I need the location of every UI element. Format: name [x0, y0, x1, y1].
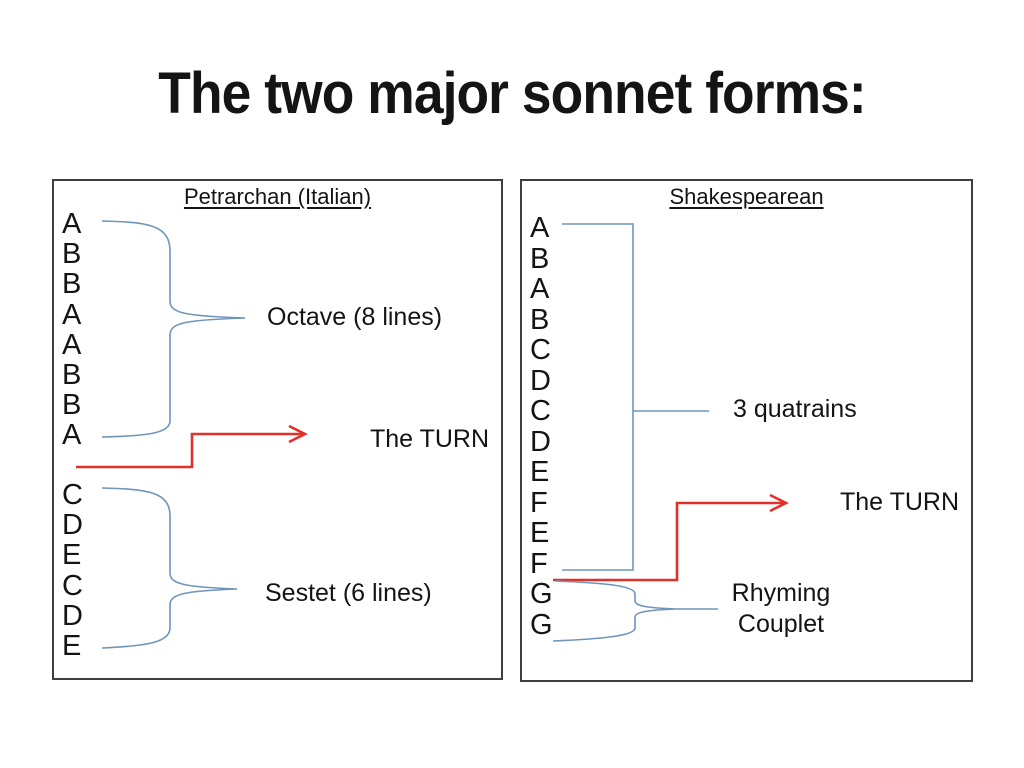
- rhyme-letter: C: [62, 479, 83, 511]
- rhyme-letter: E: [62, 539, 82, 572]
- rhyme-letter: E: [530, 456, 550, 488]
- rhyme-letter: B: [62, 359, 82, 392]
- rhyme-letter: A: [62, 419, 82, 452]
- rhyme-letter: A: [62, 208, 82, 240]
- turn-label-right: The TURN: [840, 487, 960, 516]
- rhyme-letter: A: [62, 298, 82, 331]
- rhyme-letter: B: [530, 242, 550, 275]
- rhyme-letter: F: [530, 486, 548, 519]
- slide-title: The two major sonnet forms:: [158, 61, 866, 126]
- turn-label-left: The TURN: [370, 424, 490, 453]
- rhyme-letter: A: [530, 212, 550, 244]
- rhyme-letter: C: [62, 569, 83, 602]
- rhyme-letter: D: [530, 425, 551, 458]
- rhyme-letter: B: [62, 389, 82, 422]
- shakespearean-header: Shakespearean: [669, 184, 824, 209]
- quatrains-label: 3 quatrains: [733, 394, 857, 423]
- octave-label: Octave (8 lines): [267, 302, 443, 331]
- couplet-label: Rhyming Couplet: [731, 578, 831, 640]
- couplet-label-line2: Couplet: [737, 610, 825, 638]
- rhyme-letter: B: [62, 238, 82, 271]
- rhyme-letter: C: [530, 395, 551, 427]
- rhyme-letter: A: [62, 328, 82, 361]
- rhyme-letter: G: [530, 578, 553, 610]
- rhyme-letter: E: [62, 630, 82, 663]
- rhyme-letter: D: [530, 364, 551, 397]
- sestet-label: Sestet (6 lines): [265, 578, 432, 607]
- petrarchan-header: Petrarchan (Italian): [183, 184, 372, 209]
- rhyme-letter: D: [62, 509, 83, 542]
- rhyme-letter: B: [62, 268, 82, 301]
- rhyme-letter: B: [530, 303, 550, 336]
- rhyme-letter: C: [530, 334, 551, 366]
- rhyme-letter: A: [530, 273, 550, 305]
- rhyme-letter: F: [530, 547, 548, 580]
- rhyme-letter: E: [530, 517, 550, 549]
- rhyme-letter: G: [530, 608, 553, 641]
- rhyme-letter: D: [62, 599, 83, 632]
- couplet-label-line1: Rhyming: [731, 579, 831, 607]
